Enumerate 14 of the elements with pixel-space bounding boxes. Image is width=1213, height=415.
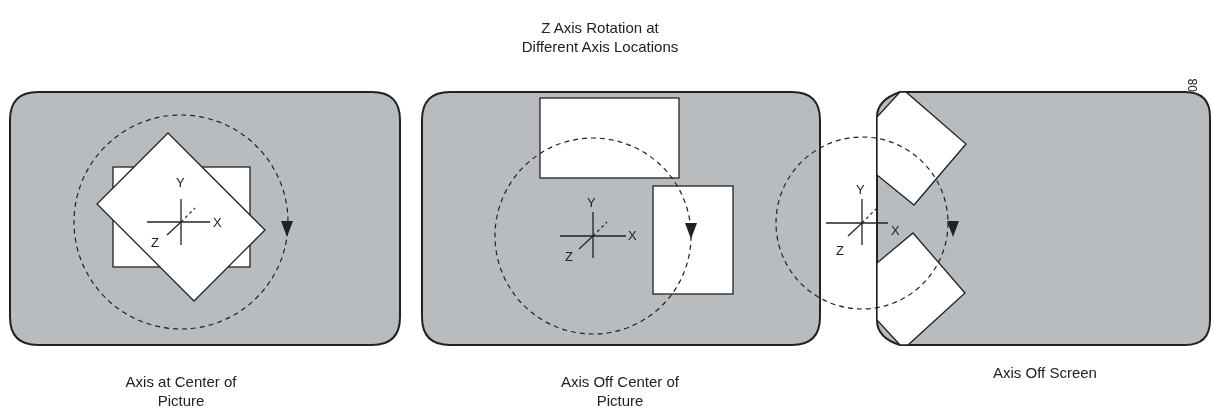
axis-label: X [213,216,222,229]
axis-label: Y [176,176,185,189]
axis-label: X [891,224,900,237]
axis-label: Y [856,183,865,196]
axis-label: Z [565,250,573,263]
axis-label: Z [836,244,844,257]
caption: Axis at Center of Picture [124,372,238,410]
axis-label: Z [151,236,159,249]
figure-number: 08 [1186,78,1200,92]
caption: Axis Off Center of Picture [559,372,681,410]
axis-label: X [628,229,637,242]
diagram-title: Z Axis Rotation at Different Axis Locations [520,18,680,56]
caption: Axis Off Screen [992,363,1098,382]
axis-label: Y [587,196,596,209]
